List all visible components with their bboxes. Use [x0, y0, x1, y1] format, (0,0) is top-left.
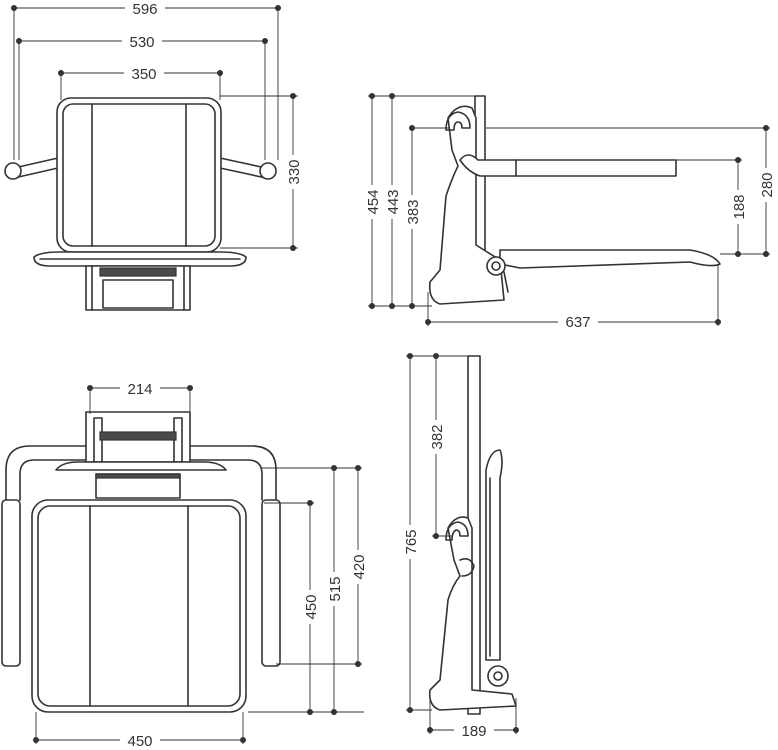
top-back-plate	[55, 461, 227, 471]
left-arm-pad	[1, 499, 21, 667]
dim-443-label: 443	[385, 189, 402, 214]
dim-280-label: 280	[759, 172, 776, 197]
folded-view	[428, 355, 517, 715]
dim-637-label: 637	[565, 314, 590, 331]
dim-350-label: 350	[131, 66, 156, 83]
right-arm-pad	[261, 499, 281, 667]
dim-189-label: 189	[461, 723, 486, 740]
front-dimensions: 596 530 350 330	[11, 0, 303, 251]
top-dimensions: 214 450 515 420 450	[33, 380, 368, 750]
dim-596-label: 596	[132, 1, 157, 18]
side-view	[428, 95, 721, 305]
dim-765-label: 765	[403, 529, 420, 554]
dim-214-label: 214	[127, 381, 152, 398]
dim-450-right-label: 450	[303, 594, 320, 619]
side-seat	[499, 249, 721, 269]
dim-383-label: 383	[405, 199, 422, 224]
front-view	[4, 97, 277, 311]
back-cushion	[56, 97, 222, 253]
top-seat-cushion	[31, 499, 247, 713]
right-arm-end	[259, 162, 277, 180]
dim-330-label: 330	[286, 159, 303, 184]
dim-515-label: 515	[327, 576, 344, 601]
dim-530-label: 530	[129, 34, 154, 51]
dim-420-label: 420	[351, 554, 368, 579]
top-view	[1, 411, 281, 713]
folded-bracket	[428, 516, 517, 711]
dim-188-label: 188	[731, 194, 748, 219]
folded-seat	[485, 449, 503, 661]
dim-450-bottom-label: 450	[127, 733, 152, 750]
side-bracket	[428, 105, 505, 305]
left-arm-end	[4, 162, 22, 180]
folded-dimensions: 765 382 189	[402, 353, 519, 740]
dim-454-label: 454	[365, 189, 382, 214]
dim-382-label: 382	[429, 424, 446, 449]
back-rail	[459, 154, 677, 177]
side-dimensions: 454 443 383 188 280 637	[364, 93, 776, 331]
